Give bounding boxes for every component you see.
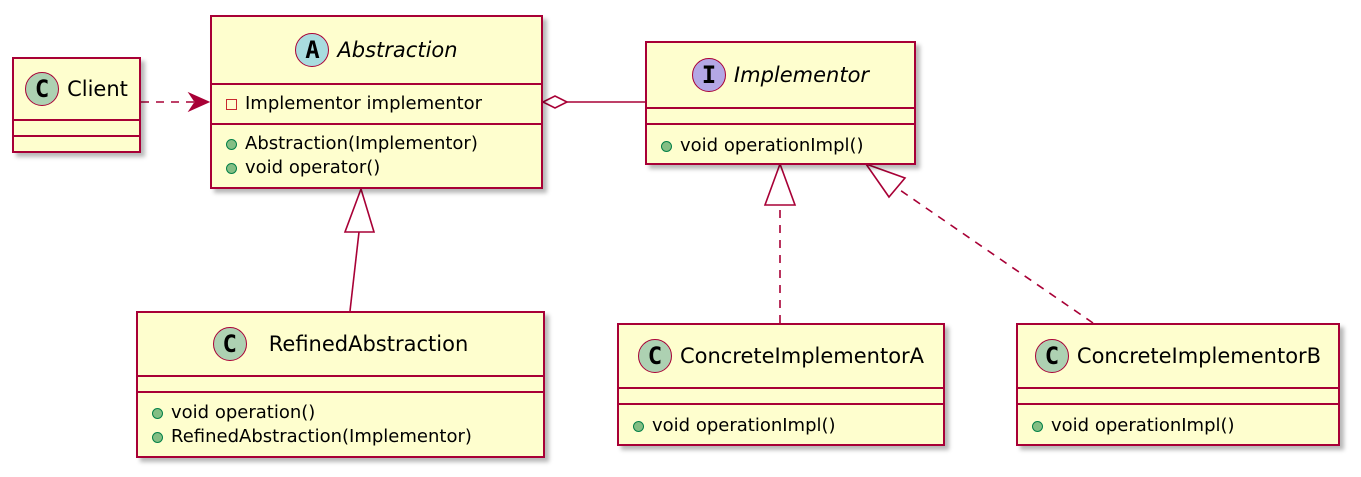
fields-section — [619, 387, 943, 403]
public-visibility-icon — [152, 407, 163, 419]
class-concrete-implementor-b[interactable]: C ConcreteImplementorB void operationImp… — [1016, 323, 1340, 446]
methods-section: void operationImpl() — [619, 403, 943, 444]
interface-implementor[interactable]: I Implementor void operationImpl() — [645, 41, 916, 165]
fields-section — [14, 119, 139, 135]
class-header: C ConcreteImplementorB — [1018, 325, 1338, 387]
public-visibility-icon — [1032, 420, 1043, 432]
public-visibility-icon — [226, 138, 237, 150]
class-refined-abstraction[interactable]: C RefinedAbstraction void operation() Re… — [136, 311, 545, 458]
method-text: void operationImpl() — [680, 135, 864, 156]
class-badge-icon: C — [637, 339, 672, 373]
abstract-badge-icon: A — [295, 33, 330, 67]
fields-section: Implementor implementor — [212, 83, 541, 123]
class-client[interactable]: C Client — [12, 57, 141, 153]
methods-section: void operationImpl() — [1018, 403, 1338, 444]
methods-section: Abstraction(Implementor) void operator() — [212, 123, 541, 186]
class-header: C Client — [14, 59, 139, 119]
dependency-client-abstraction — [141, 91, 211, 113]
class-name: Abstraction — [337, 38, 458, 62]
method-row: void operationImpl() — [661, 134, 914, 158]
generalization-refined-abstraction — [343, 186, 376, 312]
class-header: A Abstraction — [212, 17, 541, 83]
method-row: void operationImpl() — [633, 414, 943, 438]
realization-concrete-a-implementor — [763, 161, 797, 323]
method-text: void operationImpl() — [652, 415, 836, 436]
class-name: ConcreteImplementorB — [1076, 344, 1322, 368]
realization-concrete-b-implementor — [863, 162, 1094, 324]
public-visibility-icon — [226, 162, 237, 174]
method-text: void operator() — [245, 157, 381, 178]
methods-section — [14, 135, 139, 137]
methods-section: void operation() RefinedAbstraction(Impl… — [138, 391, 543, 455]
class-badge-icon: C — [25, 72, 60, 106]
class-name: RefinedAbstraction — [268, 332, 469, 356]
method-row: void operator() — [226, 156, 541, 180]
class-header: C ConcreteImplementorA — [619, 325, 943, 387]
class-badge-icon: C — [1034, 339, 1069, 373]
interface-badge-icon: I — [691, 58, 726, 92]
class-header: I Implementor — [647, 43, 914, 107]
method-row: void operation() — [152, 401, 543, 425]
aggregation-abstraction-implementor — [541, 95, 645, 109]
method-text: void operation() — [171, 402, 316, 423]
method-text: Abstraction(Implementor) — [245, 133, 478, 154]
public-visibility-icon — [633, 420, 644, 432]
methods-section: void operationImpl() — [647, 123, 914, 164]
field-text: Implementor implementor — [245, 93, 483, 114]
class-name: ConcreteImplementorA — [679, 344, 925, 368]
class-name: Client — [67, 77, 128, 101]
fields-section — [647, 107, 914, 123]
class-badge-icon: C — [212, 327, 247, 361]
public-visibility-icon — [661, 140, 672, 152]
method-row: RefinedAbstraction(Implementor) — [152, 425, 543, 449]
class-concrete-implementor-a[interactable]: C ConcreteImplementorA void operationImp… — [617, 323, 945, 446]
class-header: C RefinedAbstraction — [138, 313, 543, 375]
method-text: RefinedAbstraction(Implementor) — [171, 426, 472, 447]
field-row: Implementor implementor — [226, 92, 541, 116]
method-text: void operationImpl() — [1051, 415, 1235, 436]
fields-section — [138, 375, 543, 391]
method-row: Abstraction(Implementor) — [226, 132, 541, 156]
private-visibility-icon — [226, 98, 237, 110]
class-abstraction[interactable]: A Abstraction Implementor implementor Ab… — [210, 15, 543, 189]
method-row: void operationImpl() — [1032, 414, 1338, 438]
public-visibility-icon — [152, 431, 163, 443]
class-name: Implementor — [733, 63, 870, 87]
fields-section — [1018, 387, 1338, 403]
